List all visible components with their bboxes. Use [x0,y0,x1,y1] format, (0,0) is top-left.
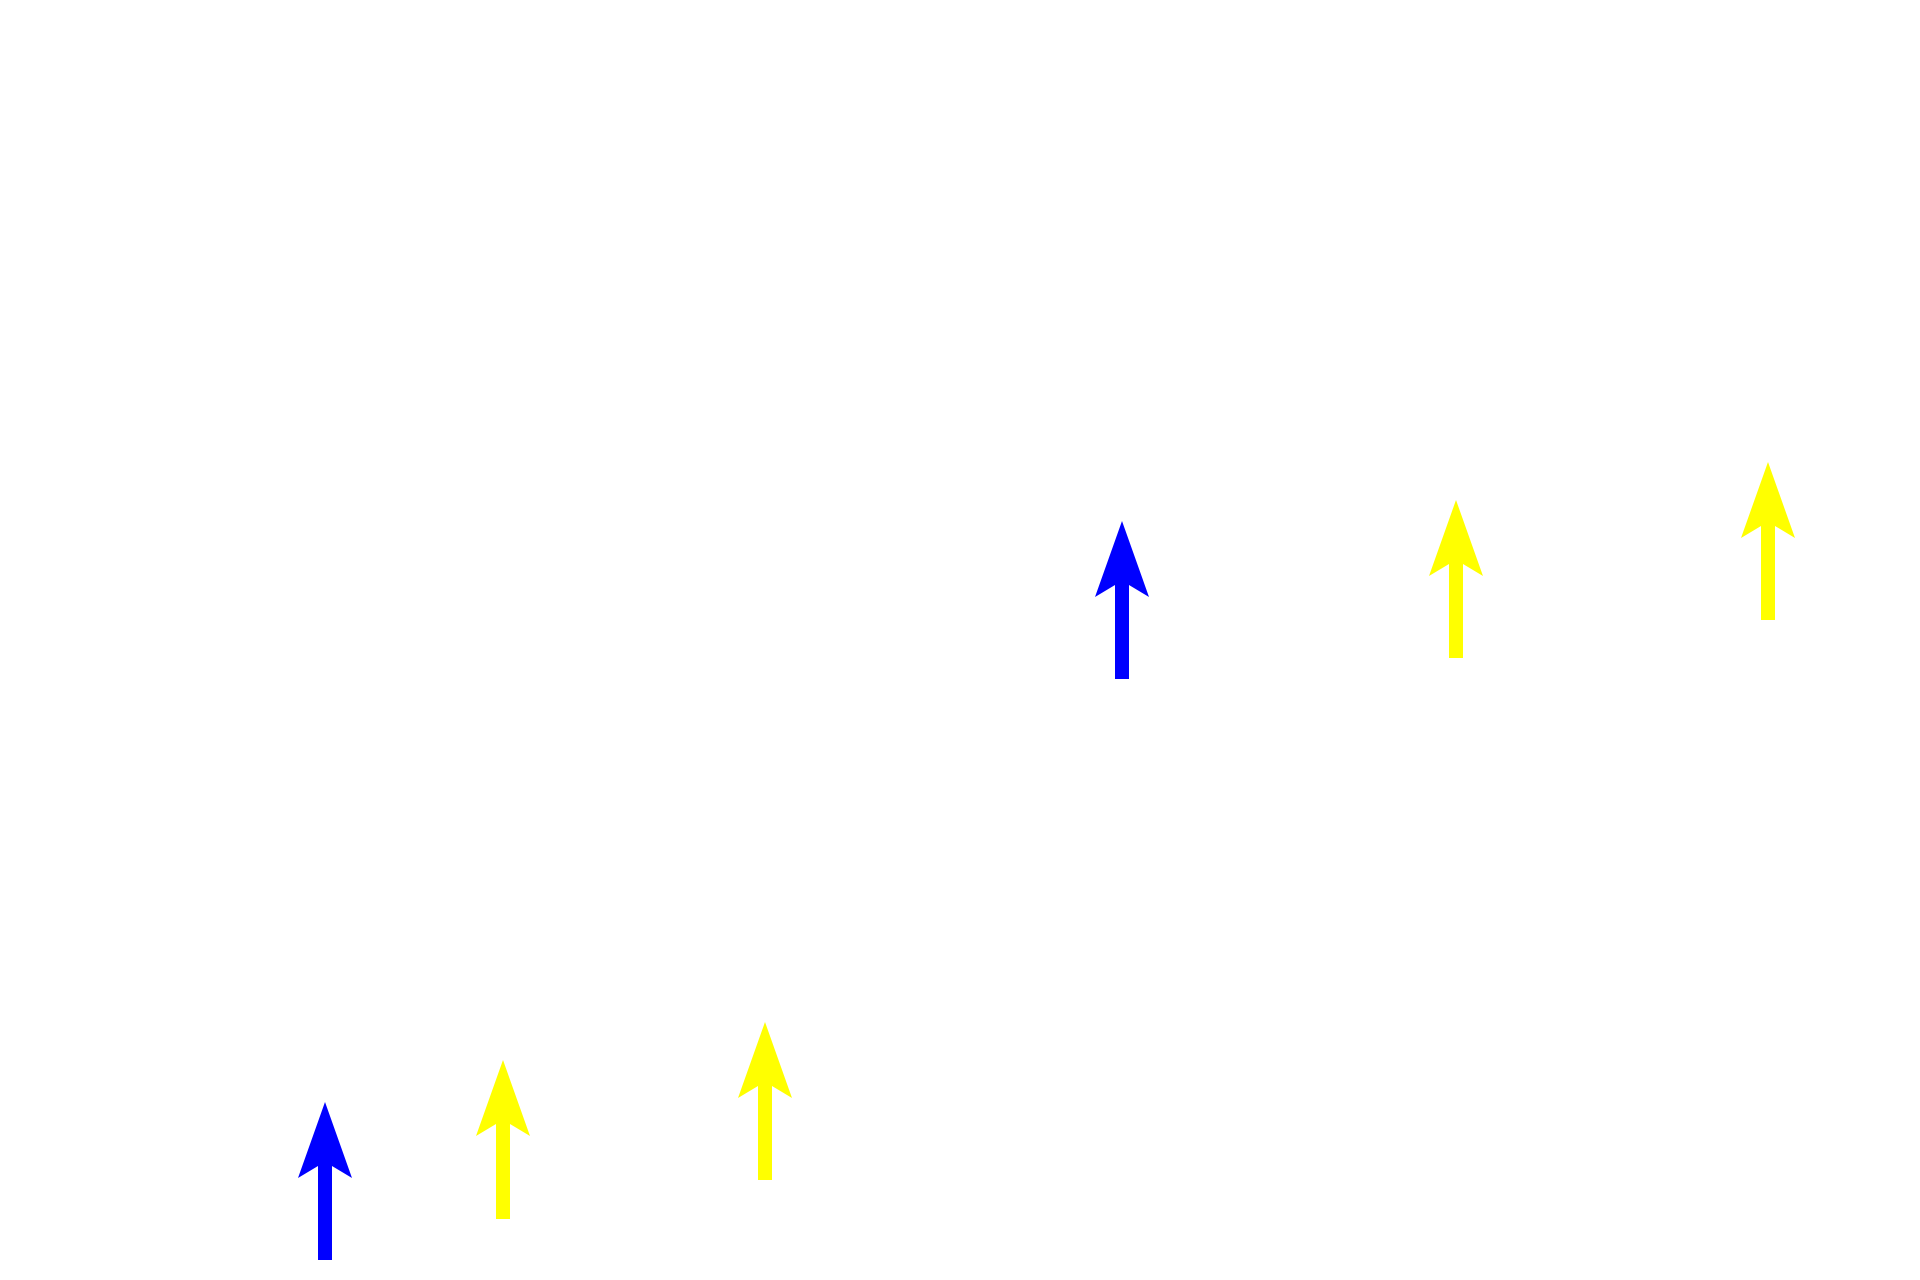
up-arrow-icon [1429,500,1483,658]
up-arrow-icon [1095,521,1149,679]
marker-group-upper-right [1095,462,1795,679]
up-arrow-icon [476,1060,530,1219]
up-arrow-icon [298,1102,352,1260]
up-arrow-icon [738,1022,792,1180]
marker-group-lower-left [298,1022,792,1260]
up-arrow-icon [1741,462,1795,620]
